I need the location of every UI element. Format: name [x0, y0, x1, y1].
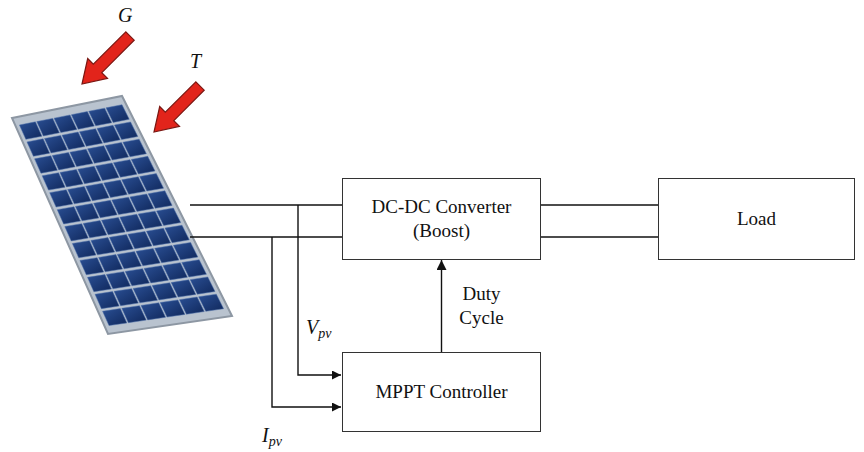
pv-wire: [190, 204, 342, 205]
solar-cell: [190, 277, 215, 294]
solar-cell: [123, 139, 147, 157]
solar-cell: [131, 156, 155, 174]
box-label: DC-DC Converter (Boost): [357, 195, 527, 243]
symbol-main: I: [262, 424, 269, 446]
connector-label: Duty Cycle: [452, 282, 512, 330]
solar-cell: [182, 260, 207, 277]
irradiance-arrows: [82, 32, 204, 132]
sense-wire: [298, 205, 341, 375]
ray-arrow: [154, 82, 204, 132]
symbol-label: G: [118, 4, 132, 26]
solar-cell: [157, 208, 181, 225]
ray-arrow: [82, 32, 134, 84]
wires: [190, 205, 342, 407]
box-label: MPPT Controller: [375, 380, 507, 404]
box-label: Load: [737, 207, 776, 231]
signal-name: Ipv: [262, 424, 282, 449]
pv-wire: [190, 236, 342, 237]
process-box: Load: [658, 178, 855, 260]
signal-name: Vpv: [306, 316, 331, 341]
solar-cell: [148, 191, 172, 208]
process-box: DC-DC Converter (Boost): [342, 178, 541, 260]
symbol-label: T: [190, 50, 201, 72]
subscript: pv: [269, 434, 282, 449]
solar-cell: [106, 105, 129, 123]
solar-cell: [165, 225, 189, 242]
process-box: MPPT Controller: [342, 352, 541, 432]
panel-frame: [12, 96, 232, 334]
solar-cell: [199, 294, 224, 311]
connector: [541, 204, 658, 205]
solar-cell: [140, 174, 164, 192]
connector: [541, 236, 658, 237]
solar-cell: [173, 242, 198, 259]
subscript: pv: [318, 326, 331, 341]
connector: [441, 260, 442, 352]
solar-panel: [12, 96, 232, 334]
sense-wire: [272, 237, 341, 407]
solar-cell: [114, 122, 137, 140]
symbol-main: V: [306, 316, 318, 338]
